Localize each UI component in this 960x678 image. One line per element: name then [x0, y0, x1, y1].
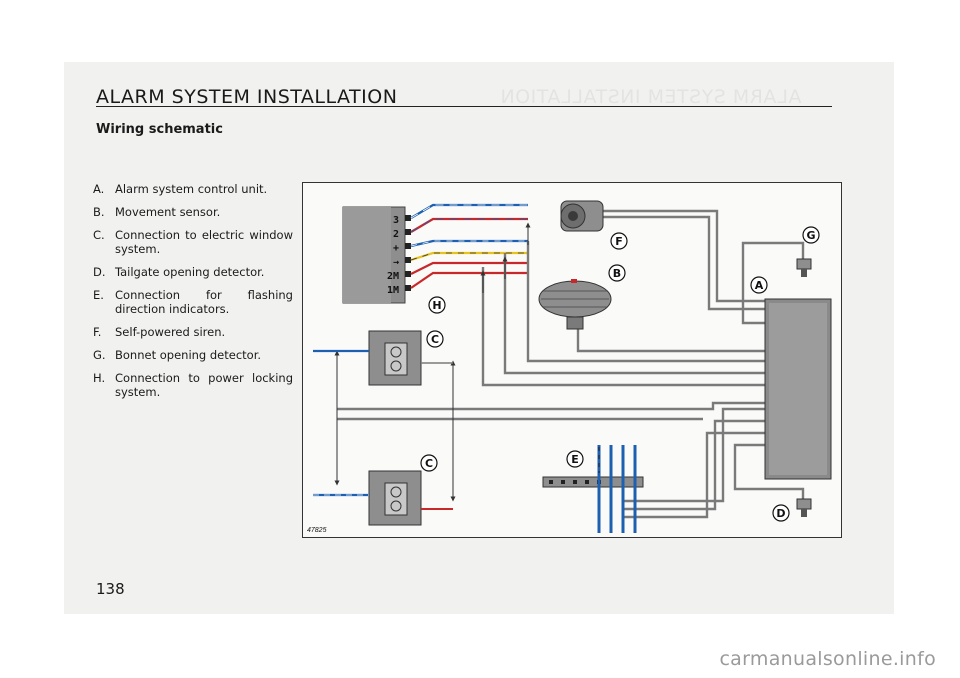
callout-f: F [610, 232, 628, 250]
legend-letter: C. [93, 228, 105, 242]
power-locking-wires [410, 203, 528, 289]
legend-letter: G. [93, 348, 106, 362]
wiring-schematic: 3 2 + → 2M 1M [302, 182, 842, 538]
terminal-label: 2 [393, 229, 399, 240]
page-title: ALARM SYSTEM INSTALLATION [96, 86, 398, 108]
legend-item: H. Connection to power locking system. [93, 371, 293, 399]
legend-text: Movement sensor. [115, 205, 221, 219]
legend-item: G. Bonnet opening detector. [93, 348, 293, 362]
callout-letter: G [806, 229, 815, 242]
legend-letter: H. [93, 371, 106, 385]
legend-list: A. Alarm system control unit. B. Movement … [93, 182, 293, 408]
callout-letter: F [615, 235, 623, 248]
callout-c-lower: C [420, 454, 438, 472]
movement-sensor [538, 279, 612, 330]
callout-d: D [772, 504, 790, 522]
electric-window-connector-upper [313, 330, 453, 386]
terminal-label: 3 [393, 215, 399, 226]
callout-letter: B [613, 267, 621, 280]
legend-letter: A. [93, 182, 105, 196]
terminal-label: 2M [387, 271, 399, 282]
legend-item: D. Tailgate opening detector. [93, 265, 293, 279]
legend-letter: B. [93, 205, 105, 219]
legend-item: B. Movement sensor. [93, 205, 293, 219]
bleed-through-text: ALARM SYSTEM INSTALLATION [500, 86, 802, 108]
tailgate-detector [796, 498, 812, 517]
callout-c-upper: C [426, 330, 444, 348]
callout-b: B [608, 264, 626, 282]
callout-letter: C [425, 457, 433, 470]
harness-wires [337, 209, 805, 519]
flashing-indicators-connector [542, 445, 644, 533]
title-rule [96, 106, 832, 107]
legend-letter: D. [93, 265, 106, 279]
figure-number: 47825 [307, 527, 327, 534]
electric-window-connector-lower [313, 470, 453, 526]
power-locking-connector: 3 2 + → 2M 1M [342, 206, 411, 304]
legend-item: C. Connection to electric window system. [93, 228, 293, 256]
legend-letter: E. [93, 288, 104, 302]
legend-text: Tailgate opening detector. [115, 265, 265, 279]
alarm-control-unit [764, 298, 832, 480]
watermark: carmanualsonline.info [719, 648, 936, 670]
callout-letter: E [571, 453, 579, 466]
terminal-label: 1M [387, 285, 399, 296]
callout-e: E [566, 450, 584, 468]
callout-g: G [802, 226, 820, 244]
terminal-label: + [393, 243, 399, 254]
callout-letter: H [432, 299, 441, 312]
callout-h: H [428, 296, 446, 314]
legend-text: Connection for flashing direction indica… [115, 288, 293, 316]
terminal-label: → [393, 257, 399, 268]
legend-text: Bonnet opening detector. [115, 348, 262, 362]
self-powered-siren [560, 200, 604, 232]
legend-letter: F. [93, 325, 102, 339]
callout-letter: C [431, 333, 439, 346]
legend-item: E. Connection for flashing direction indi… [93, 288, 293, 316]
legend-text: Connection to power locking system. [115, 371, 293, 399]
legend-item: F. Self-powered siren. [93, 325, 293, 339]
section-title: Wiring schematic [96, 122, 223, 137]
bonnet-detector [796, 258, 812, 277]
legend-text: Alarm system control unit. [115, 182, 268, 196]
legend-item: A. Alarm system control unit. [93, 182, 293, 196]
callout-letter: D [776, 507, 785, 520]
wiring-schematic-drawing: 3 2 + → 2M 1M [313, 200, 832, 533]
legend-text: Connection to electric window system. [115, 228, 293, 256]
callout-letter: A [755, 279, 764, 292]
connection-arrows [334, 222, 531, 502]
page-number: 138 [96, 580, 125, 598]
callout-a: A [750, 276, 768, 294]
legend-text: Self-powered siren. [115, 325, 226, 339]
